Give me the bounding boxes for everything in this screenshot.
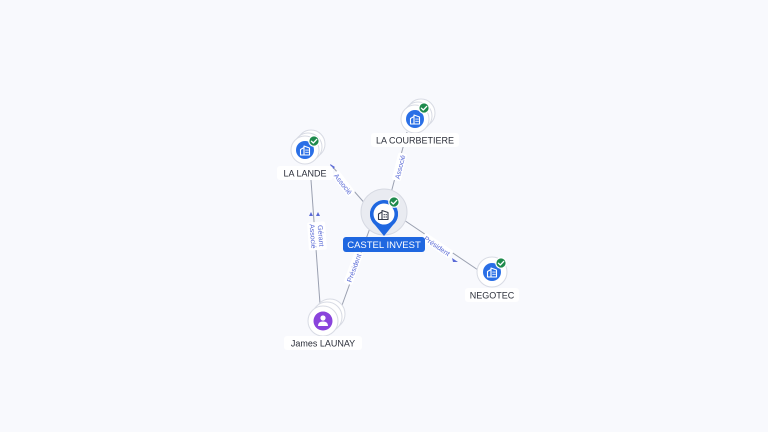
check-icon [308,135,320,147]
node-castel-invest[interactable]: CASTEL INVEST [343,188,425,252]
edge-label-associe: Associé [395,154,408,180]
node-negotec[interactable]: NEGOTEC [465,256,519,302]
node-label-castel-invest: CASTEL INVEST [347,240,421,251]
edge-arrow-icon [316,212,320,216]
node-label-negotec: NEGOTEC [470,291,515,301]
person-icon [318,315,328,326]
edge-label-bg [332,170,355,197]
check-icon [418,102,430,114]
building-icon [377,209,389,221]
edge-label-bg [307,221,327,251]
node-label-james-launay: James LAUNAY [291,339,355,349]
edge-arrow-icon [330,164,335,170]
edge-arrow-icon [309,212,313,216]
node-james-launay[interactable]: James LAUNAY [284,298,362,350]
edge-arrow-icon [452,258,458,262]
node-label-la-lande: LA LANDE [283,169,326,179]
node-la-courbetiere[interactable]: LA COURBETIERE [371,98,459,147]
edge-label-bg [344,250,364,285]
node-la-lande[interactable]: LA LANDE [277,129,333,180]
edge-label-gerant: Gérant [316,225,324,247]
check-icon [388,196,400,208]
edge-label-bg [421,233,454,259]
edge-label-associe: Associé [308,224,317,249]
node-label-la-courbetiere: LA COURBETIERE [376,136,454,146]
check-icon [495,257,507,269]
edge-label-bg [392,152,407,182]
